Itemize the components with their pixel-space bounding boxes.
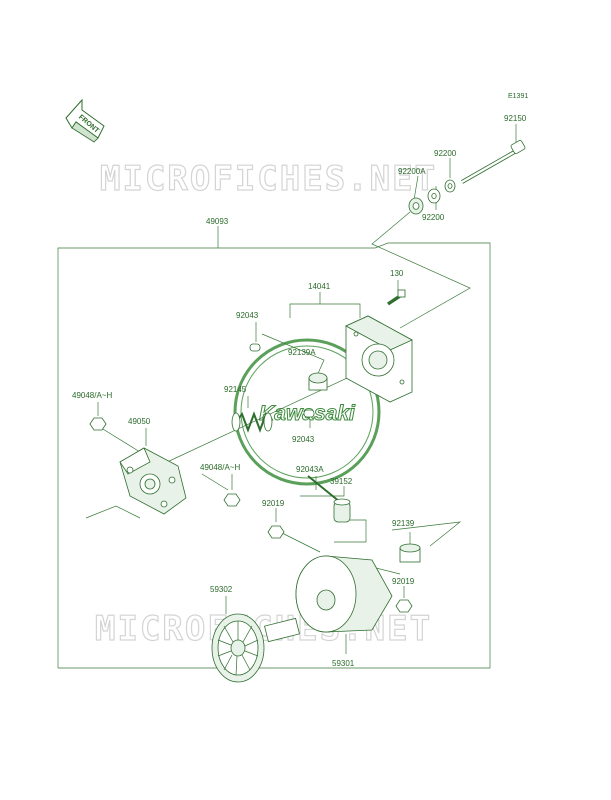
label-92019-right: 92019: [392, 577, 415, 586]
pin-92043-mid: [303, 409, 315, 418]
label-59301: 59301: [332, 659, 355, 668]
label-92200-bottom: 92200: [422, 213, 445, 222]
label-130: 130: [390, 269, 404, 278]
diagram-code: E1391: [508, 93, 528, 100]
label-92139A: 92139A: [288, 348, 316, 357]
bolt-92150: [461, 140, 526, 184]
label-92139: 92139: [392, 519, 415, 528]
sheave-59301: [295, 555, 393, 633]
label-92019-left: 92019: [262, 499, 285, 508]
label-92043-mid: 92043: [292, 435, 315, 444]
label-92043-top: 92043: [236, 311, 259, 320]
callout-labels: 92150 92200 92200A 92200 49093 130 14041…: [72, 114, 527, 668]
nut-49048-left: [89, 417, 107, 431]
nut-92019-left: [267, 525, 285, 539]
nut-49048-mid: [223, 493, 241, 507]
label-92200-top: 92200: [434, 149, 457, 158]
sheave-59302: [211, 613, 300, 683]
label-49048-mid: 49048/A~H: [200, 463, 240, 472]
label-92200A: 92200A: [398, 167, 426, 176]
watermark-top: MICROFICHES.NET: [100, 159, 437, 199]
label-14041: 14041: [308, 282, 331, 291]
assembly-frame: [57, 226, 491, 669]
pin-92043A: [307, 475, 341, 503]
nut-92200A: [408, 197, 424, 215]
bracket-14041: [345, 315, 413, 403]
label-59302: 59302: [210, 585, 233, 594]
pin-92043-top: [249, 343, 261, 352]
bushing-92139: [399, 543, 421, 563]
label-92150: 92150: [504, 114, 527, 123]
bushing-92139A: [308, 372, 328, 391]
spring-92145: [231, 411, 273, 433]
label-49050: 49050: [128, 417, 151, 426]
label-39152: 39152: [330, 477, 353, 486]
washer-92200-b: [427, 188, 441, 204]
label-49048-left: 49048/A~H: [72, 391, 112, 400]
bolt-130: [387, 289, 406, 306]
roller-39152: [333, 498, 351, 523]
front-arrow-icon: FRONT: [65, 98, 105, 143]
washer-92200: [444, 179, 456, 193]
nut-92019-right: [395, 599, 413, 613]
label-92145: 92145: [224, 385, 247, 394]
label-49093: 49093: [206, 217, 229, 226]
label-92043A: 92043A: [296, 465, 324, 474]
spider-49050: [119, 447, 187, 515]
